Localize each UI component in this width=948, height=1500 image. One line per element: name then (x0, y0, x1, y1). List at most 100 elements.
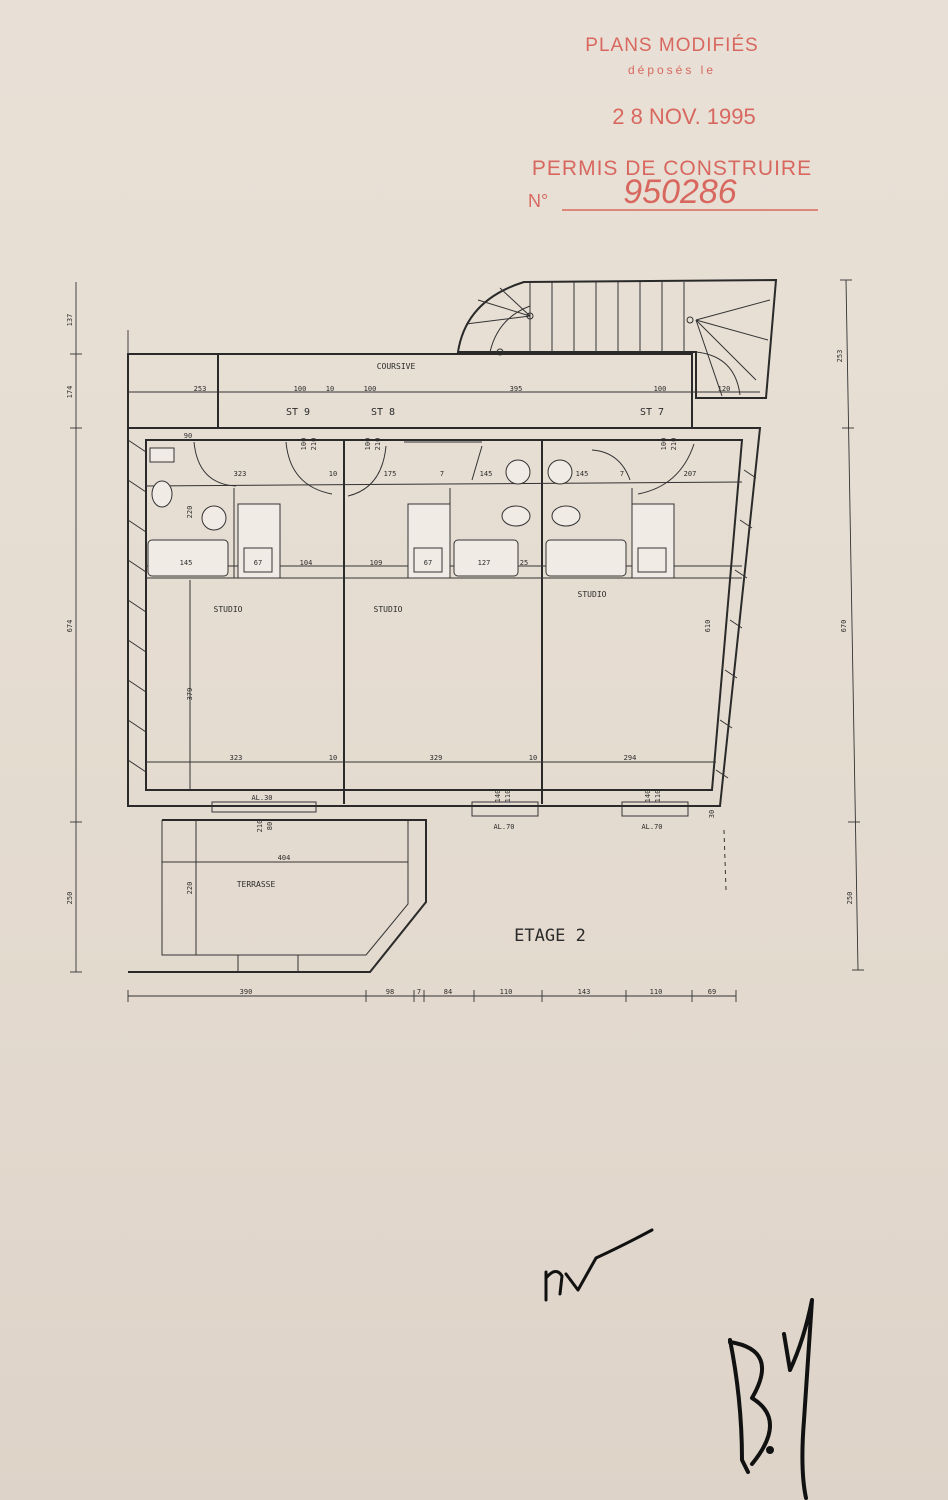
dim-corridor-3: 10 (326, 385, 334, 393)
dim-left-4: 250 (66, 892, 74, 905)
dim-bath-2: 10 (329, 470, 337, 478)
bathtub-icon (453, 539, 519, 577)
dim-bath-4: 7 (440, 470, 444, 478)
dim-fix-1: 145 (180, 559, 193, 567)
floor-title: ETAGE 2 (514, 926, 586, 946)
terrace: TERRASSE 404 220 (128, 819, 427, 973)
dim-bottom-2: 98 (386, 988, 394, 996)
doors (193, 441, 695, 497)
building-outline (127, 427, 762, 807)
unit-label-st9: ST 9 (286, 407, 310, 418)
corridor-dimensions: 253 100 10 100 395 100 120 (194, 385, 731, 393)
dim-corridor-4: 100 (364, 385, 377, 393)
dim-bath-5: 145 (480, 470, 493, 478)
stamp-number-prefix: N° (528, 191, 548, 211)
dim-right-2: 670 (840, 620, 848, 633)
signature-initials (544, 1228, 654, 1302)
bathtub-icon (147, 539, 229, 577)
dim-studio-depth: 379 (186, 688, 194, 701)
permit-number: 950286 (623, 173, 737, 211)
basin-icon (201, 505, 227, 531)
dim-fix-7: 25 (520, 559, 528, 567)
dim-end-30: 30 (708, 810, 716, 818)
dim-door-a-2: 210 (310, 438, 318, 451)
dim-window-b-2: 110 (504, 790, 512, 803)
dim-door-c-2: 210 (670, 438, 678, 451)
bottom-dimension-chain: 390 98 7 84 110 143 110 69 (127, 988, 737, 1002)
dim-studio-w-2: 10 (329, 754, 337, 762)
toilet-icon (151, 480, 173, 508)
stamp-title: PLANS MODIFIÉS (585, 35, 758, 56)
toilet-icon (551, 505, 581, 527)
dim-fix-5: 67 (424, 559, 432, 567)
terrace-label: TERRASSE (237, 880, 276, 889)
dim-bath-3: 175 (384, 470, 397, 478)
dim-door-b-1: 100 (364, 438, 372, 451)
unit-label-st7: ST 7 (640, 407, 664, 418)
windows: AL.30 AL.70 AL.70 210 80 140 110 140 110… (211, 790, 727, 891)
dim-studio-w-4: 10 (529, 754, 537, 762)
studio-width-dimensions: 323 10 329 10 294 (230, 754, 637, 762)
stove-icon (243, 547, 273, 573)
room-label-studio-3: STUDIO (578, 590, 607, 599)
right-dimension-chain: 253 670 250 (836, 279, 864, 971)
stamp-permit-label: PERMIS DE CONSTRUIRE (532, 157, 812, 180)
dim-window-c-1: 140 (644, 790, 652, 803)
toilet-icon (501, 505, 531, 527)
stove-icon (413, 547, 443, 573)
dim-fix-6: 127 (478, 559, 491, 567)
basin-icon (547, 459, 573, 485)
dim-fix-4: 109 (370, 559, 383, 567)
bath-row-dimensions: 323 10 175 7 145 145 7 207 220 (186, 470, 696, 518)
dim-studio-right: 610 (704, 620, 712, 633)
dim-window-c-2: 110 (654, 790, 662, 803)
dim-corridor-7: 120 (718, 385, 731, 393)
dim-corridor-5: 395 (510, 385, 523, 393)
dim-window-b-1: 140 (494, 790, 502, 803)
spiral-staircase (456, 278, 778, 399)
dim-bottom-3: 7 (417, 988, 421, 996)
dim-corridor-2: 100 (294, 385, 307, 393)
basin-icon (505, 459, 531, 485)
dim-door-b-2: 210 (374, 438, 382, 451)
window-label-2: AL.70 (493, 823, 514, 831)
dim-door-c-1: 100 (660, 438, 668, 451)
door-dimensions: 100 210 100 210 100 210 90 (184, 432, 678, 450)
dim-left-1: 137 (66, 314, 74, 327)
dim-terrace-depth: 220 (186, 882, 194, 895)
stamp-date: 2 8 NOV. 1995 (612, 104, 756, 129)
dim-fix-3: 104 (300, 559, 313, 567)
dim-fix-2: 67 (254, 559, 262, 567)
dim-bottom-7: 110 (650, 988, 663, 996)
dim-window-a-1: 210 (256, 820, 264, 833)
dim-bath-6: 145 (576, 470, 589, 478)
dim-corridor-1: 253 (194, 385, 207, 393)
bathtub-icon (545, 539, 627, 577)
signature-b (728, 1298, 814, 1500)
dim-bottom-1: 390 (240, 988, 253, 996)
bathroom-fixtures (147, 447, 675, 579)
dim-studio-w-5: 294 (624, 754, 637, 762)
room-label-studio-2: STUDIO (374, 605, 403, 614)
dim-bath-7: 7 (620, 470, 624, 478)
approval-stamp: PLANS MODIFIÉS déposés le 2 8 NOV. 1995 … (528, 35, 818, 211)
dim-studio-w-1: 323 (230, 754, 243, 762)
unit-label-st8: ST 8 (371, 407, 395, 418)
dim-studio-w-3: 329 (430, 754, 443, 762)
dim-bath-depth: 220 (186, 506, 194, 519)
dim-right-1: 253 (836, 350, 844, 363)
dim-bath-1: 323 (234, 470, 247, 478)
dim-left-3: 674 (66, 620, 74, 633)
window-label-3: AL.70 (641, 823, 662, 831)
toilet-icon (149, 447, 175, 463)
dim-bottom-8: 69 (708, 988, 716, 996)
dim-corridor-6: 100 (654, 385, 667, 393)
window-label-1: AL.30 (251, 794, 272, 802)
dim-left-2: 174 (66, 386, 74, 399)
fixture-dimensions: 145 67 104 109 67 127 25 (180, 559, 529, 567)
dim-bottom-5: 110 (500, 988, 513, 996)
dim-bottom-4: 84 (444, 988, 452, 996)
room-label-studio-1: STUDIO (214, 605, 243, 614)
dim-bath-8: 207 (684, 470, 697, 478)
